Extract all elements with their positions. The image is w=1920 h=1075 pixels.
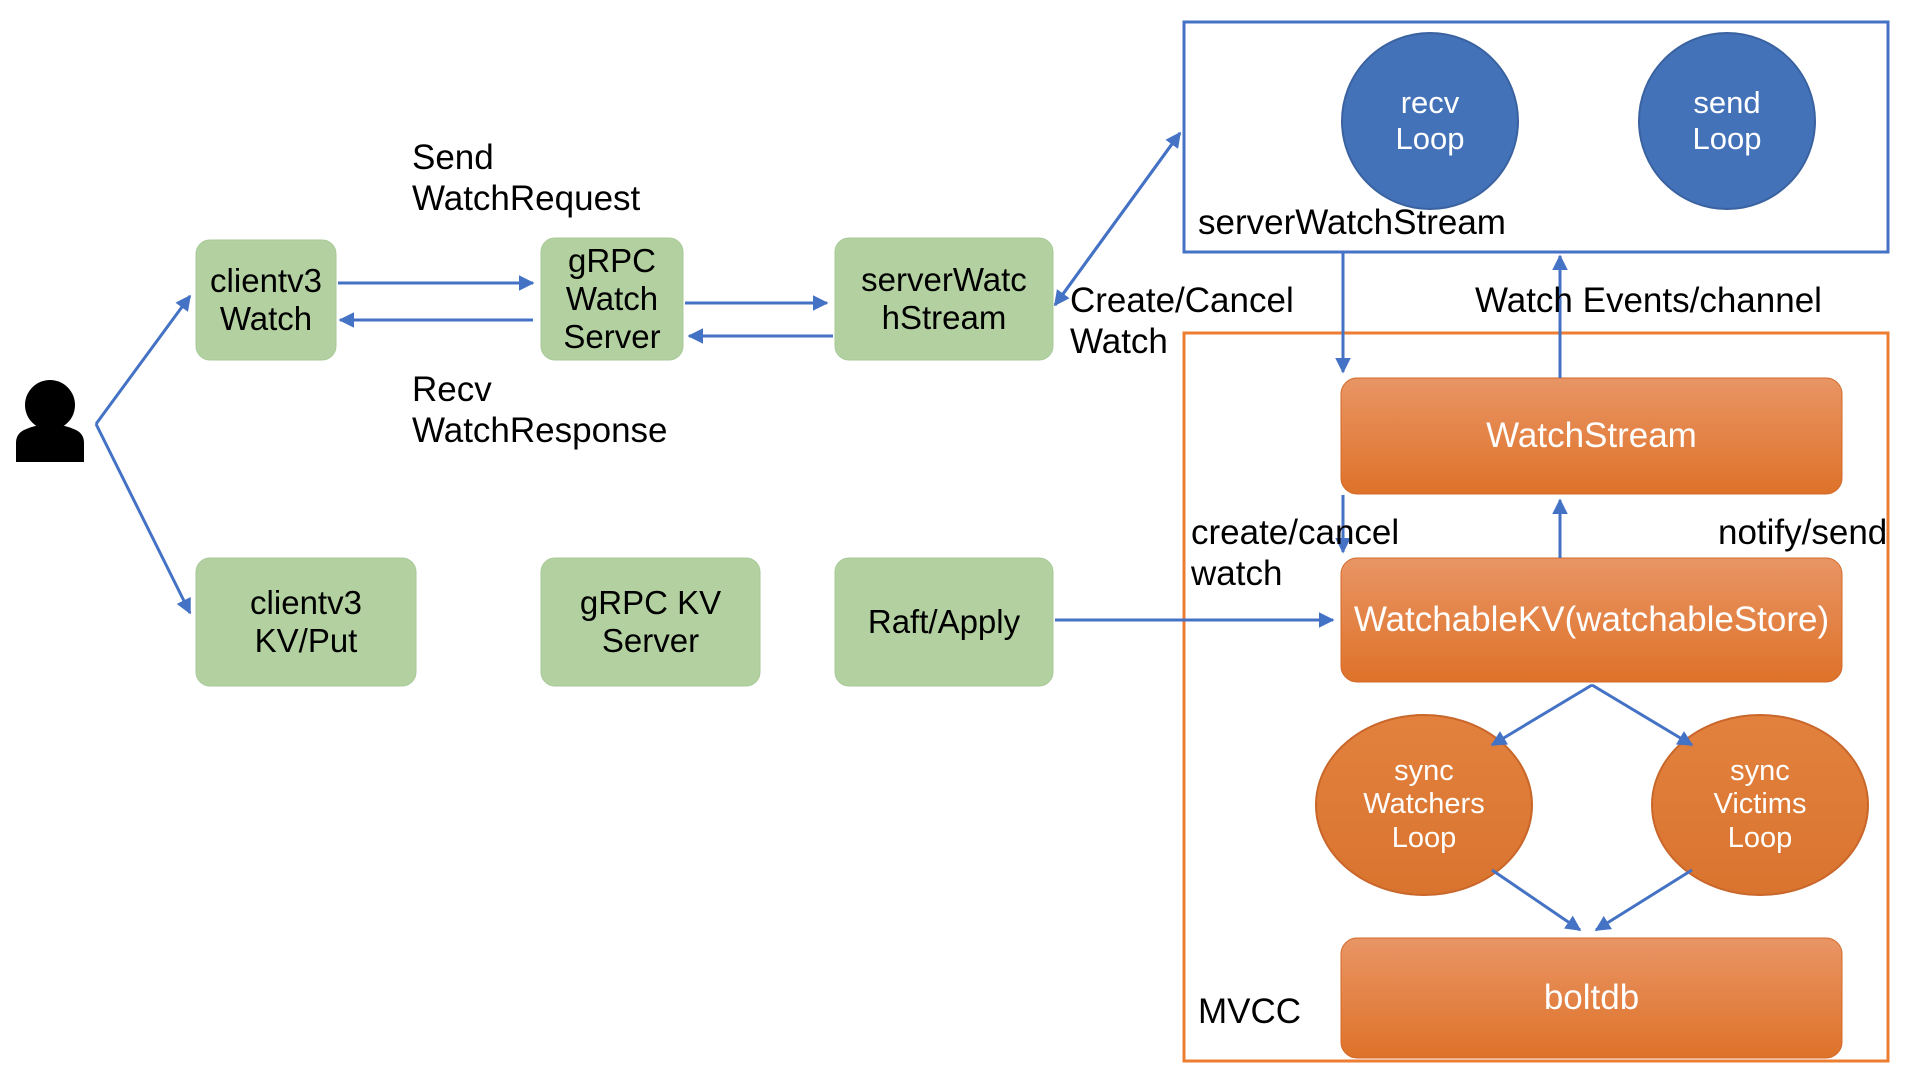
node-clientv3-watch[interactable] bbox=[195, 239, 337, 361]
arrow-watchable-kv-to-sync-victims-loop bbox=[1591, 683, 1694, 747]
arrow-sync-watchers-loop-to-boltdb bbox=[1491, 868, 1582, 932]
node-send-loop[interactable] bbox=[1638, 32, 1816, 210]
node-sync-victims-loop[interactable] bbox=[1651, 714, 1869, 896]
node-grpc-kv-server[interactable] bbox=[540, 557, 761, 687]
node-watchable-kv[interactable] bbox=[1340, 557, 1843, 683]
user-actor-icon bbox=[16, 380, 84, 462]
node-grpc-watch-server[interactable] bbox=[540, 237, 684, 361]
node-watch-stream[interactable] bbox=[1340, 377, 1843, 495]
node-clientv3-kv-put[interactable] bbox=[195, 557, 417, 687]
arrow-actor-to-clientv3-kv-put bbox=[94, 423, 192, 615]
node-recv-loop[interactable] bbox=[1341, 32, 1519, 210]
node-raft-apply[interactable] bbox=[834, 557, 1054, 687]
arrow-group bbox=[94, 131, 1694, 932]
arrow-sync-victims-loop-to-boltdb bbox=[1594, 868, 1693, 932]
arrow-actor-to-clientv3-watch bbox=[94, 294, 192, 425]
arrow-group-to-server-watch-stream bbox=[1053, 132, 1182, 307]
node-boltdb[interactable] bbox=[1340, 937, 1843, 1059]
node-sync-watchers-loop[interactable] bbox=[1315, 714, 1533, 896]
arrow-watchable-kv-to-sync-watchers-loop bbox=[1490, 683, 1593, 747]
node-server-watch-stream[interactable] bbox=[834, 237, 1054, 361]
